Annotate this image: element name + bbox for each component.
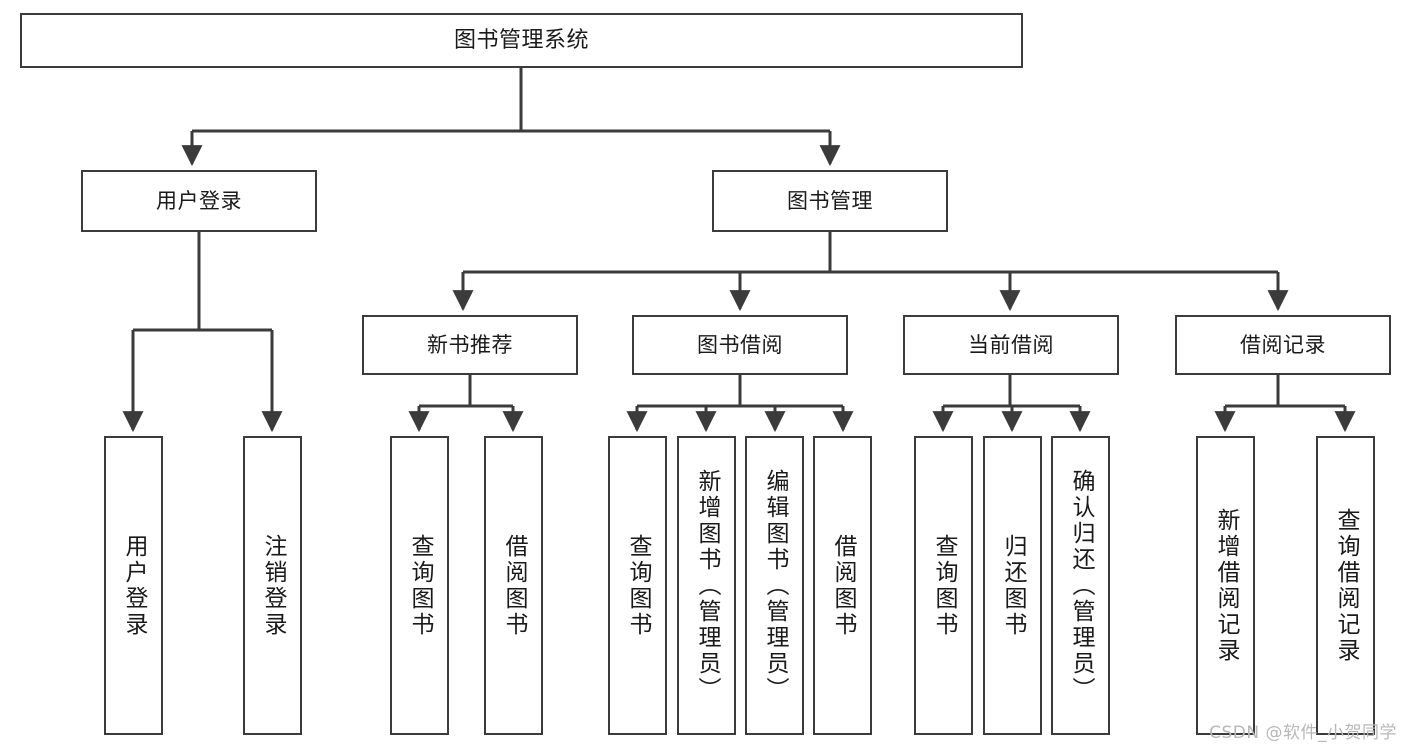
node-label: 借阅图书	[830, 533, 856, 638]
leaf-add-borrow-record[interactable]: 新增借阅记录	[1196, 436, 1255, 735]
node-label: 查询借阅记录	[1333, 507, 1359, 664]
node-label: 用户登录	[156, 188, 242, 213]
node-label: 注销登录	[260, 533, 286, 638]
node-user-login[interactable]: 用户登录	[81, 170, 317, 232]
node-root-system[interactable]: 图书管理系统	[20, 13, 1023, 68]
node-label: 归还图书	[1000, 533, 1026, 638]
node-label: 用户登录	[121, 533, 147, 638]
node-label: 查询图书	[407, 533, 433, 638]
leaf-edit-book-admin[interactable]: 编辑图书（管理员）	[745, 436, 804, 735]
node-label: 借阅图书	[501, 533, 527, 638]
node-label: 借阅记录	[1240, 332, 1326, 357]
leaf-confirm-return-admin[interactable]: 确认归还（管理员）	[1051, 436, 1110, 735]
node-label: 编辑图书（管理员）	[762, 468, 788, 703]
node-label: 新增借阅记录	[1213, 507, 1239, 664]
node-book-management[interactable]: 图书管理	[712, 170, 948, 232]
node-label: 图书管理系统	[453, 27, 589, 53]
node-label: 新书推荐	[427, 332, 513, 357]
leaf-return-book[interactable]: 归还图书	[983, 436, 1042, 735]
node-label: 查询图书	[625, 533, 651, 638]
leaf-borrow-book[interactable]: 借阅图书	[813, 436, 872, 735]
leaf-query-borrow-record[interactable]: 查询借阅记录	[1316, 436, 1375, 735]
node-borrow-records[interactable]: 借阅记录	[1175, 315, 1391, 375]
node-current-borrow[interactable]: 当前借阅	[903, 315, 1119, 375]
node-book-borrow[interactable]: 图书借阅	[632, 315, 848, 375]
node-label: 当前借阅	[968, 332, 1054, 357]
node-label: 图书借阅	[697, 332, 783, 357]
leaf-query-book-current[interactable]: 查询图书	[914, 436, 973, 735]
leaf-query-book-borrow[interactable]: 查询图书	[608, 436, 667, 735]
watermark-text: CSDN @软件_小贺同学	[1209, 723, 1397, 743]
node-label: 确认归还（管理员）	[1068, 468, 1094, 703]
node-label: 图书管理	[787, 188, 873, 213]
leaf-query-book-recommend[interactable]: 查询图书	[390, 436, 449, 735]
node-label: 新增图书（管理员）	[694, 468, 720, 703]
node-new-book-recommend[interactable]: 新书推荐	[362, 315, 578, 375]
leaf-logout[interactable]: 注销登录	[243, 436, 302, 735]
leaf-user-login[interactable]: 用户登录	[104, 436, 163, 735]
node-label: 查询图书	[931, 533, 957, 638]
leaf-add-book-admin[interactable]: 新增图书（管理员）	[677, 436, 736, 735]
leaf-borrow-book-recommend[interactable]: 借阅图书	[484, 436, 543, 735]
